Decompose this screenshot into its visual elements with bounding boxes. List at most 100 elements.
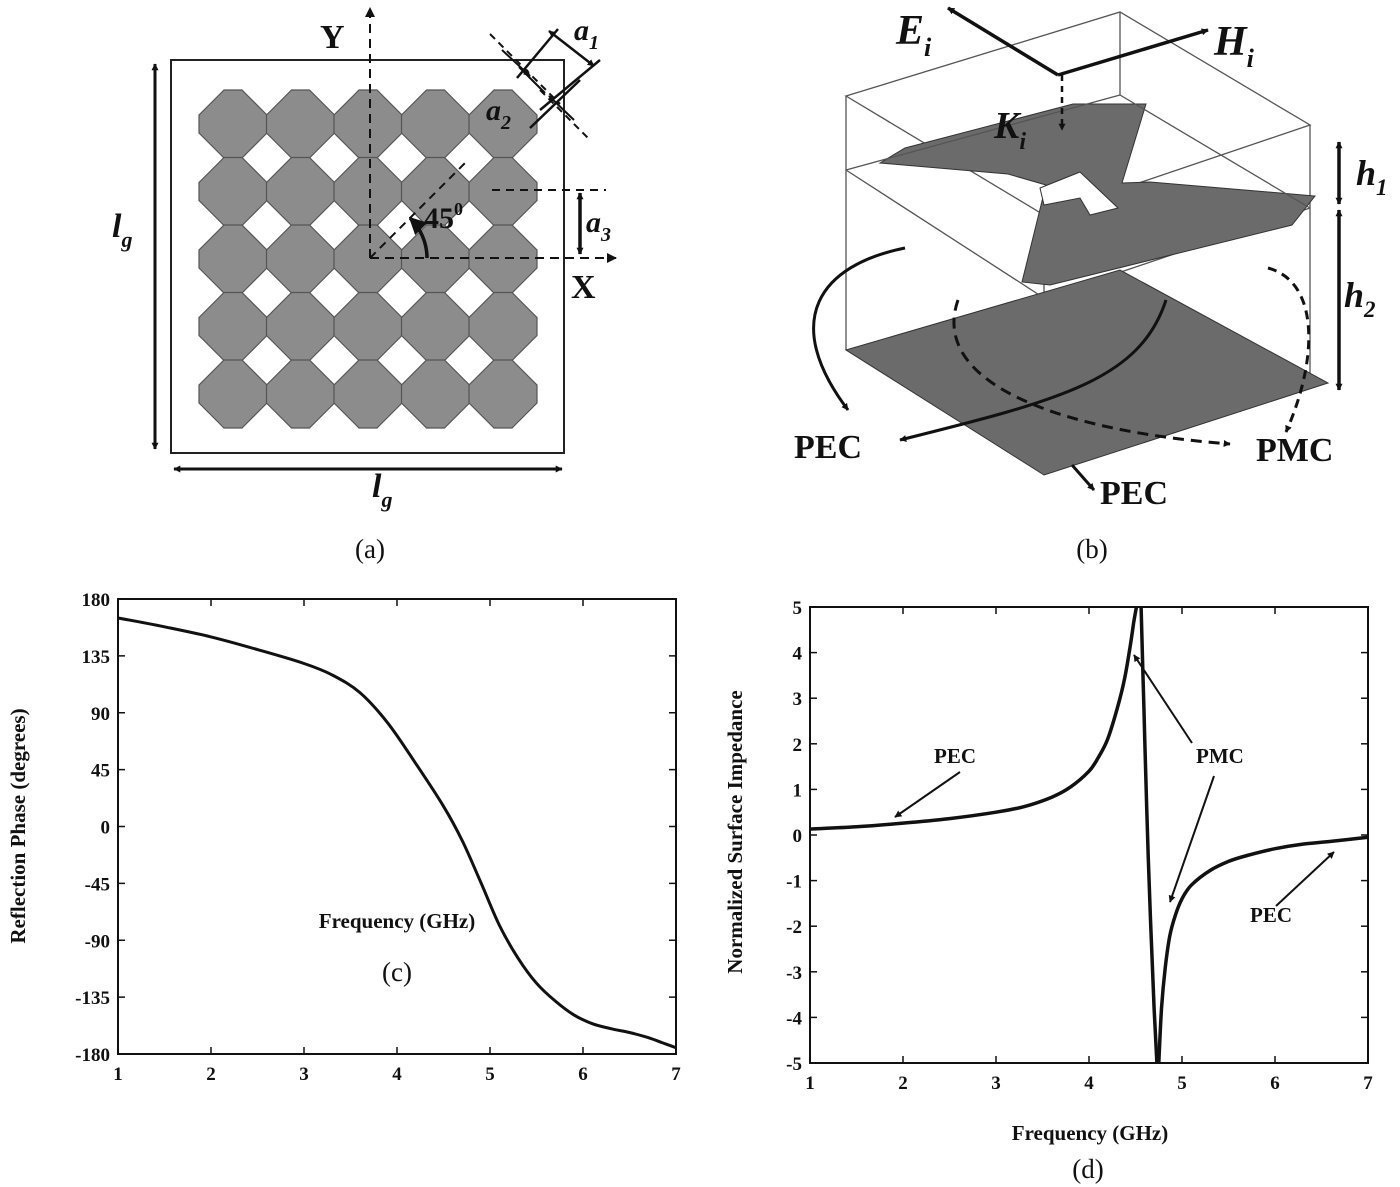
unit-patch [333, 359, 403, 429]
x-tick-label: 7 [1363, 1073, 1373, 1094]
a2-base: a [486, 94, 501, 127]
y-tick-label: -4 [786, 1008, 802, 1029]
x-tick-label: 6 [1270, 1073, 1280, 1094]
h1-sub: 1 [1376, 175, 1388, 200]
lg-left-sub: g [120, 227, 132, 252]
pmc-right-label: PMC [1256, 432, 1333, 469]
ki-sub: i [1019, 129, 1026, 155]
x-tick-label: 5 [485, 1064, 495, 1085]
caption-c: (c) [382, 957, 412, 987]
y-tick-label: 4 [793, 644, 803, 665]
e-field-arrow [947, 6, 1059, 77]
hi-sub: i [1247, 44, 1255, 73]
y-tick-label: -2 [786, 917, 802, 938]
chart-d-ylabel: Normalized Surface Impedance [723, 690, 747, 973]
chart-c-xlabel: Frequency (GHz) [319, 909, 476, 933]
patch-slot [1039, 171, 1120, 216]
a2-label: a2 [486, 94, 511, 134]
a2-sub: 2 [500, 112, 511, 134]
a1-sub: 1 [589, 32, 599, 54]
h1-label: h1 [1356, 153, 1388, 200]
a2-arrow-right [548, 95, 575, 121]
chart-d-annotation-pec-right: PEC [1250, 903, 1292, 927]
a3-label: a3 [586, 206, 611, 246]
y-tick-label: 90 [91, 704, 110, 725]
x-tick-label: 1 [113, 1064, 123, 1085]
a2-end-line [529, 79, 581, 129]
pec-curve-left [812, 246, 906, 411]
x-tick-label: 4 [392, 1064, 402, 1085]
pmc-curve-dashed [952, 299, 1231, 447]
y-tick-label: -3 [786, 963, 802, 984]
chart-d-xlabel: Frequency (GHz) [1012, 1121, 1169, 1145]
x-tick-label: 7 [671, 1064, 681, 1085]
a3-sub: 3 [600, 224, 611, 246]
a1-label: a1 [574, 14, 599, 54]
a3-base: a [586, 206, 601, 239]
unit-patch [400, 359, 471, 429]
h-field-arrow [1057, 28, 1209, 77]
x-axis-label: X [571, 269, 596, 306]
chart-d-annotation-pmc: PMC [1196, 744, 1244, 768]
chart-d-pec-right-arrow [1275, 851, 1335, 907]
pec-bottom-arrow [1070, 464, 1096, 491]
ki-base: K [993, 105, 1022, 147]
diagonal-line [369, 161, 467, 259]
chart-d-series-segment-3 [1157, 835, 1369, 1064]
panel-a: Y X 450 lg lg a1 a2 a3 (a) [112, 7, 617, 564]
caption-a: (a) [355, 534, 385, 564]
pec-bottom-label: PEC [1100, 475, 1168, 512]
x-tick-label: 1 [805, 1073, 815, 1094]
lg-bottom-label: lg [372, 468, 392, 512]
chart-d-series-segment-2 [1139, 606, 1159, 1064]
e-field-label: Ei [895, 8, 932, 62]
y-tick-label: 5 [793, 598, 803, 619]
ei-sub: i [924, 33, 932, 62]
lg-bottom-base: l [372, 468, 382, 505]
chart-d-annotation-pec-left: PEC [934, 744, 976, 768]
a1-dimension-arrow [548, 30, 595, 67]
angle-degree: 0 [454, 199, 463, 219]
a1-base: a [574, 14, 589, 47]
x-tick-label: 6 [578, 1064, 588, 1085]
y-tick-label: 0 [793, 826, 803, 847]
unit-patch [198, 359, 268, 429]
pmc-curve-right [1267, 266, 1311, 433]
caption-b: (b) [1076, 534, 1107, 564]
y-tick-label: -45 [85, 874, 110, 895]
chart-d-frame [809, 606, 1369, 1064]
h2-base: h [1344, 275, 1364, 315]
y-tick-label: 180 [82, 590, 111, 611]
x-tick-label: 3 [299, 1064, 309, 1085]
lg-bottom-sub: g [380, 487, 392, 512]
x-tick-label: 5 [1177, 1073, 1187, 1094]
y-tick-label: -5 [786, 1054, 802, 1075]
y-axis-label: Y [320, 19, 345, 56]
ei-base: E [895, 8, 924, 54]
h2-label: h2 [1344, 275, 1376, 322]
chart-d-series-lines [809, 606, 1369, 1064]
h-field-label: Hi [1213, 19, 1255, 73]
x-tick-label: 4 [1084, 1073, 1094, 1094]
x-tick-label: 3 [991, 1073, 1001, 1094]
x-tick-label: 2 [206, 1064, 216, 1085]
chart-c-series-line [117, 616, 677, 1050]
k-vector-label: Ki [993, 105, 1026, 155]
y-tick-label: -1 [786, 872, 802, 893]
angle-label: 450 [424, 199, 463, 235]
lg-left-label: lg [112, 208, 132, 252]
chart-d-pec-left-arrow [894, 771, 961, 818]
chart-c-ylabel: Reflection Phase (degrees) [6, 708, 30, 943]
h2-sub: 2 [1363, 297, 1376, 322]
unit-patch [265, 359, 336, 429]
y-tick-label: 135 [82, 647, 111, 668]
y-tick-label: 45 [91, 761, 110, 782]
pec-left-label: PEC [794, 429, 862, 466]
pec-curve-bottom [899, 299, 1168, 442]
y-tick-label: 0 [101, 818, 111, 839]
caption-d: (d) [1072, 1154, 1103, 1184]
